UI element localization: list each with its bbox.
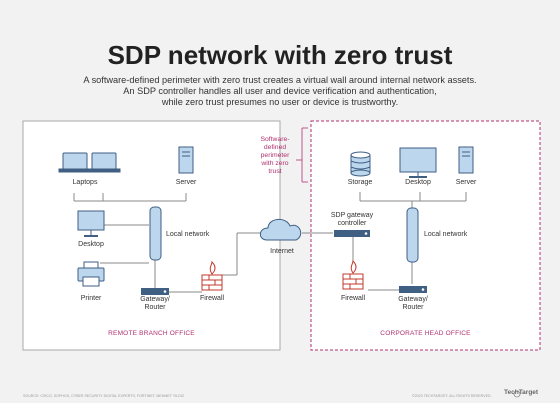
callout-line-4: with zero [261,160,289,167]
local-network-switch-icon [406,207,419,263]
corporate-office-label: CORPORATE HEAD OFFICE [380,330,471,337]
footer-source: SOURCE: CISCO, SOPHOS, CYBER SECURITY DI… [23,394,185,398]
remote-server-label: Server [175,179,197,186]
callout-line-1: Software- [260,136,290,143]
subtitle-line-1: A software-defined perimeter with zero t… [83,75,477,85]
sdp-gateway-label: SDP gateway controller [327,212,377,228]
server-icon [178,146,194,174]
printer-label: Printer [80,295,102,302]
callout-line-5: trust [268,168,282,175]
remote-office-label: REMOTE BRANCH OFFICE [108,330,195,337]
corporate-firewall-label: Firewall [340,295,366,302]
sdp-gateway-line2: controller [337,220,367,227]
remote-desktop-label: Desktop [78,241,104,248]
remote-gateway-line1: Gateway/ [140,296,170,303]
storage-icon [350,151,371,177]
local-network-switch-icon [149,206,162,261]
corporate-local-network-label: Local network [424,231,468,238]
remote-connections [73,193,263,293]
footer-copyright: ©2023 TECHTARGET. ALL RIGHTS RESERVED. [412,394,492,398]
sdp-callout: Software- defined perimeter with zero tr… [254,136,296,176]
laptops-label: Laptops [72,179,98,186]
firewall-icon [201,260,223,291]
printer-icon [77,261,105,287]
diagram-subtitle: A software-defined perimeter with zero t… [70,75,490,108]
callout-line-2: defined [263,144,287,151]
corporate-router-line2: Router [402,304,424,311]
server-icon [458,146,474,174]
corporate-gateway-label: Gateway/ Router [393,296,433,312]
subtitle-line-2: An SDP controller handles all user and d… [123,86,437,96]
subtitle-line-3: while zero trust presumes no user or dev… [161,97,399,107]
desktop-icon [399,147,437,178]
sdp-gateway-controller-icon [334,230,370,237]
firewall-icon [342,259,364,290]
sdp-gateway-line1: SDP gateway [330,212,374,219]
callout-bracket [296,127,308,183]
corporate-server-label: Server [455,179,477,186]
storage-label: Storage [347,179,373,186]
techtarget-logo-icon [513,390,521,398]
remote-router-line2: Router [144,304,166,311]
internet-cloud-icon [259,219,302,241]
router-icon [399,286,427,293]
internet-label: Internet [270,248,294,255]
corporate-connections [302,192,467,291]
corporate-gateway-line1: Gateway/ [398,296,428,303]
remote-gateway-label: Gateway/ Router [135,296,175,312]
diagram-title: SDP network with zero trust [107,40,453,70]
router-icon [141,288,169,295]
remote-local-network-label: Local network [166,231,210,238]
laptop-icon [58,152,92,173]
callout-line-3: perimeter [260,152,290,159]
techtarget-logo: TechTarget [504,389,539,396]
laptop-icon [87,152,121,173]
corporate-desktop-label: Desktop [405,179,431,186]
desktop-icon [77,210,105,237]
remote-firewall-label: Firewall [199,295,225,302]
